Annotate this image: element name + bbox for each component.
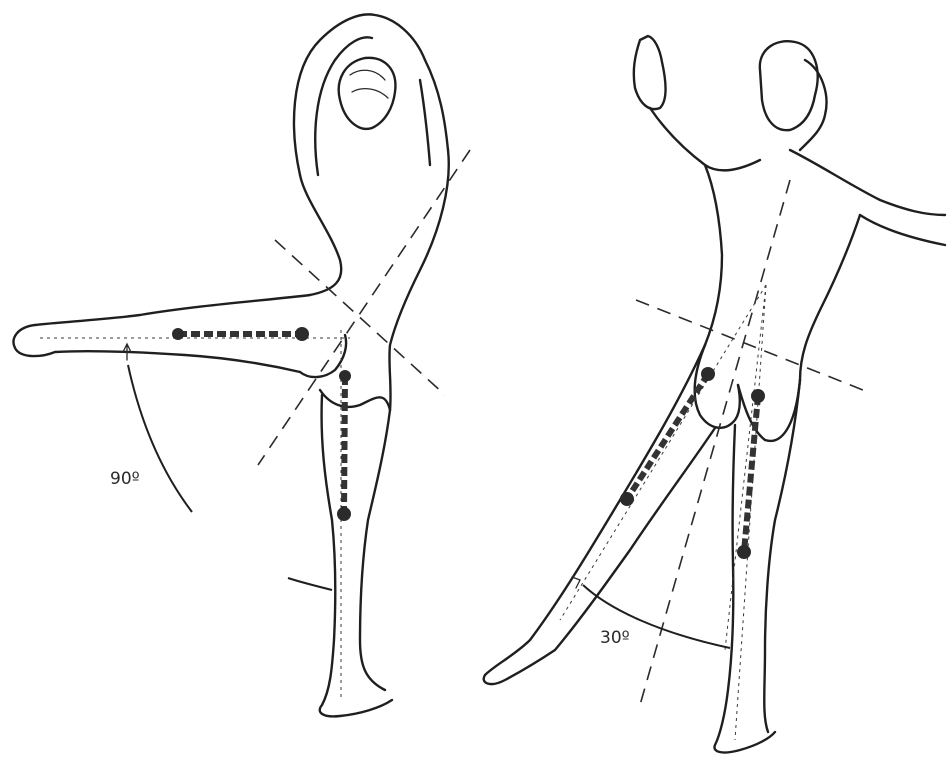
left-figure-diagonal-axis-1 — [258, 150, 470, 465]
left-figure-knee-joint-2 — [337, 507, 351, 521]
left-figure-hip-joint-2 — [339, 370, 351, 382]
figure-right: 30º — [484, 36, 945, 752]
right-figure-angle-label: 30º — [600, 628, 630, 648]
left-figure-angle-arc — [128, 365, 192, 512]
right-figure-head — [760, 41, 818, 130]
right-figure-hip-joint — [701, 367, 715, 381]
right-figure-raised-hand — [634, 36, 666, 109]
right-figure-torso — [705, 165, 722, 345]
figure-left: 90º — [14, 14, 470, 716]
left-figure-standing-leg-segment — [344, 376, 345, 514]
left-figure-angle-label: 90º — [110, 469, 140, 489]
right-figure-hip-joint-2 — [751, 389, 765, 403]
left-figure-standing-leg — [320, 395, 392, 716]
left-figure-head — [339, 58, 396, 129]
right-figure-knee-joint-2 — [737, 545, 751, 559]
left-figure-raised-leg — [14, 295, 310, 372]
left-figure-torso — [300, 175, 341, 295]
right-figure-knee-joint — [620, 492, 634, 506]
left-figure-hip-joint — [295, 327, 309, 341]
left-figure-knee-joint — [172, 328, 184, 340]
right-figure-arm — [790, 150, 945, 215]
